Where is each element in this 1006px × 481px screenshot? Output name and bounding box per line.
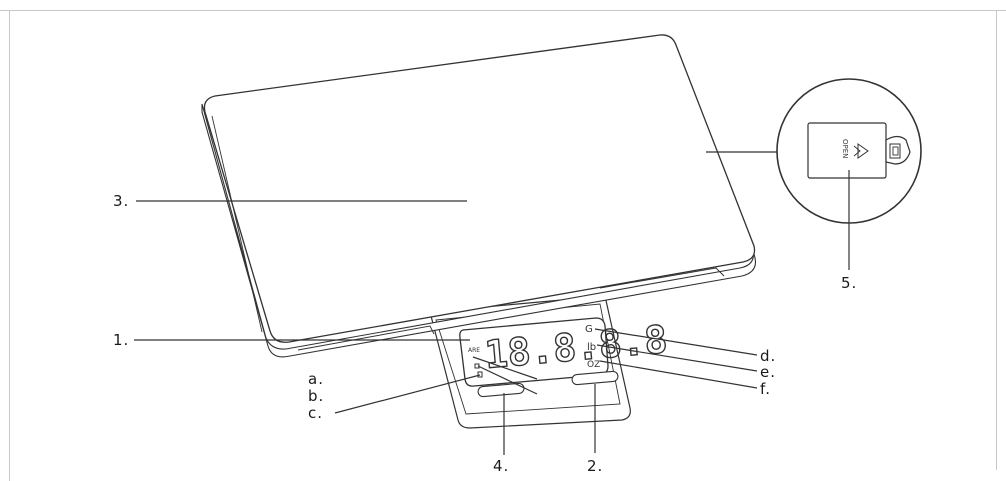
callout-1: 1. (113, 331, 129, 349)
callout-2: 2. (587, 457, 603, 475)
open-arrow-icon (857, 143, 869, 159)
tare-indicator: ARE (468, 347, 480, 354)
callout-5: 5. (841, 274, 857, 292)
leader-lines (134, 170, 850, 455)
callout-f: f. (760, 380, 771, 398)
tare-button[interactable] (571, 370, 619, 386)
unit-lb: lb (587, 342, 596, 353)
figure-frame (0, 10, 1006, 481)
callout-d: d. (760, 347, 776, 365)
callout-labels: 3. 1. a. b. c. d. e. f. 4. 2. 5. (113, 192, 857, 475)
callout-c: c. (308, 404, 323, 422)
battery-open-label: OPEN (841, 139, 849, 158)
callout-e: e. (760, 363, 776, 381)
weighing-platform (201, 34, 757, 358)
callout-b: b. (308, 387, 324, 405)
buttons (477, 370, 619, 398)
callout-a: a. (308, 370, 324, 388)
callout-4: 4. (493, 457, 509, 475)
battery-cover-detail: OPEN (706, 78, 922, 224)
unit-g: G (585, 324, 593, 335)
indicator-c (477, 371, 483, 378)
unit-oz: OZ (587, 360, 600, 370)
lcd-display-panel: ARE 18.8.8.8 G lb OZ (459, 316, 670, 387)
callout-3: 3. (113, 192, 129, 210)
